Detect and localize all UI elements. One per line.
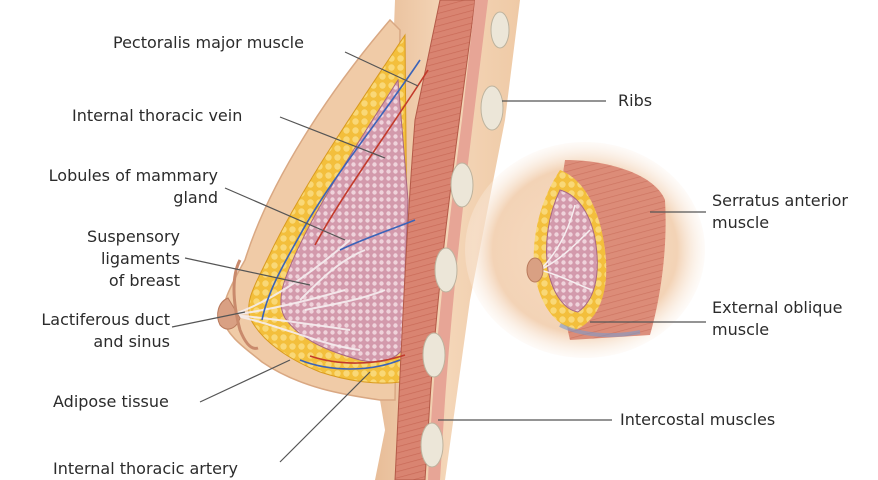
label-serratus-line-2: muscle (712, 212, 848, 234)
label-lobules-line-2: gland (0, 187, 218, 209)
label-ribs: Ribs (618, 90, 652, 112)
label-intercostal-muscles: Intercostal muscles (620, 409, 775, 431)
label-suspensory-line-2: ligaments (0, 248, 180, 270)
label-suspensory-ligaments-of-breast: Suspensory ligaments of breast (0, 226, 180, 292)
label-external-oblique-line-1: External oblique (712, 297, 842, 319)
label-pectoralis-major-muscle: Pectoralis major muscle (113, 32, 304, 54)
label-suspensory-line-3: of breast (0, 270, 180, 292)
label-external-oblique-muscle: External oblique muscle (712, 297, 842, 341)
label-lobules-line-1: Lobules of mammary (0, 165, 218, 187)
label-suspensory-line-1: Suspensory (0, 226, 180, 248)
label-lactiferous-line-2: and sinus (0, 331, 170, 353)
label-lactiferous-line-1: Lactiferous duct (0, 309, 170, 331)
label-serratus-anterior-muscle: Serratus anterior muscle (712, 190, 848, 234)
label-external-oblique-line-2: muscle (712, 319, 842, 341)
label-lactiferous-duct-and-sinus: Lactiferous duct and sinus (0, 309, 170, 353)
label-adipose-tissue: Adipose tissue (53, 391, 169, 413)
lateral-inset (465, 142, 705, 358)
label-internal-thoracic-vein: Internal thoracic vein (72, 105, 242, 127)
label-internal-thoracic-artery: Internal thoracic artery (53, 458, 238, 480)
label-lobules-of-mammary-gland: Lobules of mammary gland (0, 165, 218, 209)
label-serratus-line-1: Serratus anterior (712, 190, 848, 212)
